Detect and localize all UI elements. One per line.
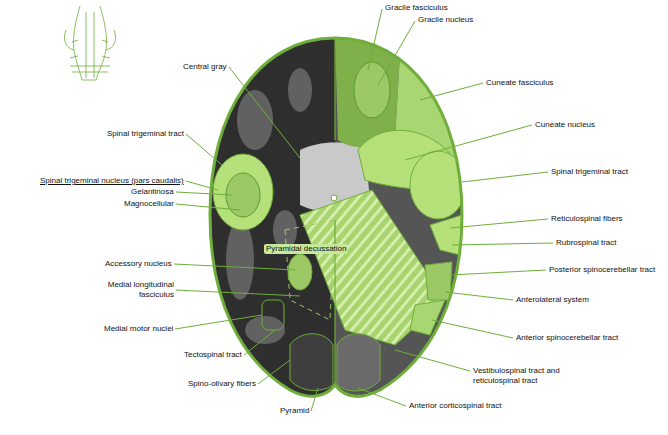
tract-label: Anterior spinocerebellar tract xyxy=(516,333,618,343)
decussation-label: Pyramidal decussation xyxy=(264,244,348,254)
leader-lines xyxy=(174,9,553,411)
nuclei-label: Medial motor nuclei xyxy=(104,324,173,334)
fasciculus-label: Cuneate fasciculus xyxy=(486,78,554,88)
gray-label: Central gray xyxy=(183,62,227,72)
subnucleus-label: Magnocellular xyxy=(124,199,174,209)
nucleus-title: Spinal trigeminal nucleus (pars caudalis… xyxy=(40,176,184,186)
pyramid-label: Pyramid xyxy=(280,406,309,416)
fasciculus-label: Medial longitudinal fasciculus xyxy=(90,280,174,300)
nucleus-label: Gracile nucleus xyxy=(418,15,473,25)
subnucleus-label: Gelantinosa xyxy=(131,187,174,197)
fibers-label: Reticulospinal fibers xyxy=(551,214,623,224)
tract-label: Posterior spinocerebellar tract xyxy=(549,265,655,275)
fibers-label: Spino-olivary fibers xyxy=(188,379,256,389)
tract-label: Anterior corticospinal tract xyxy=(409,401,501,411)
nucleus-label: Accessory nucleus xyxy=(105,259,172,269)
medulla-outline xyxy=(210,38,462,396)
system-label: Anterolateral system xyxy=(516,295,589,305)
tract-label: Rubrospinal tract xyxy=(556,238,616,248)
tract-label: Spinal trigeminal tract xyxy=(107,129,184,139)
gracile-label: Gracile fasciculus xyxy=(385,3,448,13)
tract-label: Vestibulospinal tract and reticulospinal… xyxy=(473,366,581,386)
inset-brainstem xyxy=(64,6,115,80)
tract-label: Spinal trigeminal tract xyxy=(551,167,628,177)
nucleus-label: Cuneate nucleus xyxy=(535,120,595,130)
tract-label: Tectospinal tract xyxy=(184,350,242,360)
